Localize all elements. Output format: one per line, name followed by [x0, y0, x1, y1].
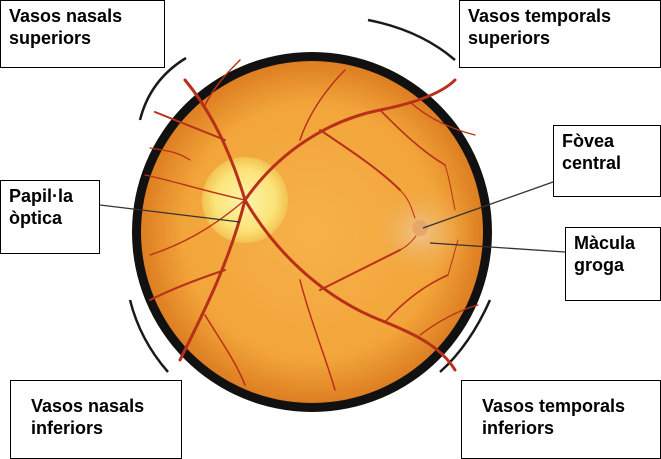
label-nasal-inferior-line1: Vasos nasals: [31, 395, 173, 417]
label-optic-disc-line1: Papil·la: [9, 185, 91, 207]
label-temporal-inferior-line2: inferiors: [482, 417, 652, 439]
label-fovea-line1: Fòvea: [562, 130, 652, 152]
label-temporal-inferior-line1: Vasos temporals: [482, 395, 652, 417]
label-temporal-superior-line2: superiors: [468, 27, 652, 49]
label-nasal-inferior-line2: inferiors: [31, 417, 173, 439]
label-nasal-superior-line2: superiors: [9, 27, 156, 49]
fovea: [412, 220, 428, 236]
label-nasal-inferior: Vasos nasals inferiors: [10, 380, 182, 459]
label-nasal-superior-line1: Vasos nasals: [9, 5, 156, 27]
label-optic-disc: Papil·la òptica: [0, 180, 100, 254]
label-temporal-superior: Vasos temporals superiors: [459, 0, 661, 68]
arc-top-right: [368, 20, 455, 60]
label-fovea-line2: central: [562, 152, 652, 174]
label-optic-disc-line2: òptica: [9, 207, 91, 229]
label-temporal-inferior: Vasos temporals inferiors: [461, 380, 661, 459]
label-fovea: Fòvea central: [553, 125, 661, 197]
label-temporal-superior-line1: Vasos temporals: [468, 5, 652, 27]
label-macula-line1: Màcula: [574, 232, 652, 254]
label-macula: Màcula groga: [565, 227, 661, 301]
label-macula-line2: groga: [574, 254, 652, 276]
label-nasal-superior: Vasos nasals superiors: [0, 0, 165, 68]
